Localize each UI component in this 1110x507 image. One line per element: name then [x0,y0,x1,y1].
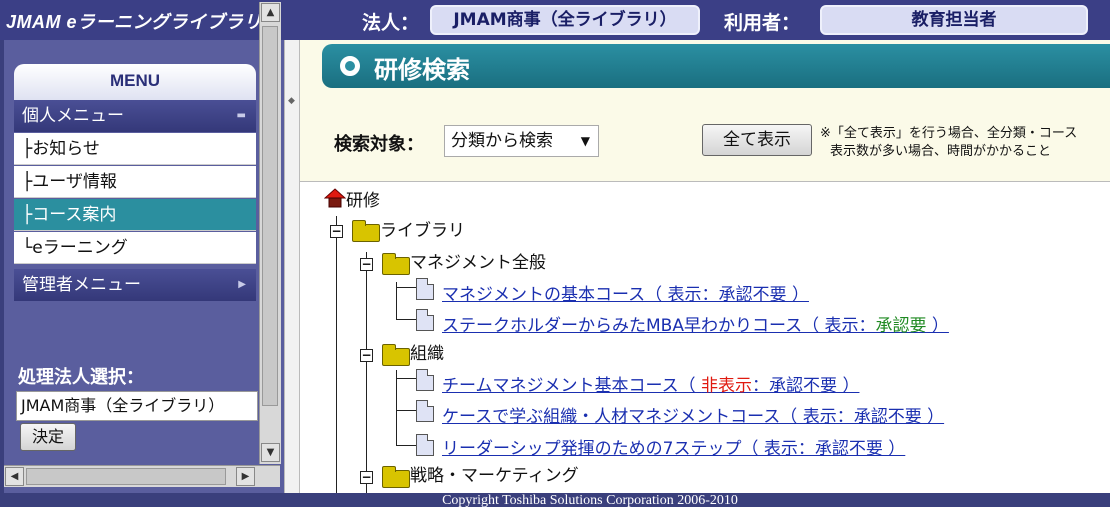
tree-node-organization[interactable]: 組織 [410,344,444,364]
document-icon [416,434,434,456]
tree-line [366,252,367,493]
scroll-left-icon[interactable]: ◀ [5,467,24,486]
tree-line [336,216,337,493]
frame-splitter[interactable]: ◆ [284,40,300,493]
course-link[interactable]: ステークホルダーからみたMBA早わかりコース（ 表示：承認要 ） [442,311,949,336]
page-title-bar: 研修検索 [322,44,1110,88]
tree-line [396,410,416,411]
logo-text: JMAM eラーニングライブラリ [6,12,263,32]
splitter-grip-icon: ◆ [288,96,295,106]
collapse-minus-icon[interactable]: − [330,224,343,238]
admin-menu-label: 管理者メニュー [22,275,141,295]
menu-item-label: お知らせ [32,139,100,159]
user-name-field: 教育担当者 [820,5,1088,35]
tree-branch-icon: └ [22,238,33,258]
top-bar: JMAM eラーニングライブラリ® 法人： JMAM商事（全ライブラリ） 利用者… [0,0,1110,40]
search-target-label: 検索対象： [334,134,424,155]
folder-icon [382,344,410,366]
course-tree: 研修 − ライブラリ − マネジメント全般 マネジメントの基本コース（ 表示：承… [300,181,1110,493]
dropdown-arrow-icon: ▼ [580,134,590,148]
course-link-text: チームマネジメント基本コース（ [442,376,702,396]
personal-menu-section[interactable]: 個人メニュー ▬ [14,100,256,132]
left-horizontal-scrollbar[interactable]: ◀ ▶ [4,465,280,487]
tree-branch-icon: ├ [22,172,33,192]
menu-item-label: ユーザ情報 [32,172,117,192]
document-icon [416,309,434,331]
course-link-text: ステークホルダーからみたMBA早わかりコース（ 表示： [442,316,876,336]
app-logo: JMAM eラーニングライブラリ® [6,8,271,34]
scroll-down-icon[interactable]: ▼ [261,443,280,462]
tree-line [396,319,416,320]
corp-name-field: JMAM商事（全ライブラリ） [430,5,700,35]
search-target-value: 分類から検索 [451,131,553,151]
menu-item-user-info[interactable]: ├ユーザ情報 [14,166,256,198]
hidden-status: 非表示 [701,376,753,396]
course-link[interactable]: チームマネジメント基本コース（ 非表示：承認不要 ） [442,371,859,396]
tree-line [396,378,416,379]
corp-label: 法人： [362,12,420,34]
footer-copyright: Copyright Toshiba Solutions Corporation … [0,493,1110,507]
tree-line [396,282,397,320]
expand-arrow-icon: ▶ [238,279,246,290]
menu-item-notice[interactable]: ├お知らせ [14,133,256,165]
menu-item-label: eラーニング [32,238,128,258]
collapse-minus-icon[interactable]: − [360,257,373,271]
personal-menu-label: 個人メニュー [22,106,124,126]
corp-select-label: 処理法人選択： [18,367,144,388]
main-content: 研修検索 検索対象： 分類から検索 ▼ 全て表示 ※「全て表示」を行う場合、全分… [300,40,1110,493]
tree-node-library[interactable]: ライブラリ [380,221,465,241]
document-icon [416,400,434,422]
collapse-minus-icon[interactable]: − [360,470,373,484]
folder-icon [382,466,410,488]
document-icon [416,278,434,300]
home-icon [324,188,346,208]
circle-bullet-icon [340,56,360,76]
tree-root-label[interactable]: 研修 [346,191,380,211]
menu-item-elearning[interactable]: └eラーニング [14,232,256,264]
course-link[interactable]: マネジメントの基本コース（ 表示：承認不要 ） [442,285,809,305]
show-all-note-line2: 表示数が多い場合、時間がかかること [830,144,1052,159]
scroll-thumb[interactable] [262,26,278,406]
user-label: 利用者： [724,12,801,34]
admin-menu-section[interactable]: 管理者メニュー ▶ [14,269,256,301]
course-link[interactable]: リーダーシップ発揮のための7ステップ（ 表示：承認不要 ） [442,439,906,459]
left-vertical-scrollbar[interactable]: ▲ ▼ [259,2,281,464]
course-link[interactable]: ケースで学ぶ組織・人材マネジメントコース（ 表示：承認不要 ） [442,407,945,427]
tree-branch-icon: ├ [22,139,33,159]
tree-node-marketing[interactable]: 戦略・マーケティング [410,466,579,486]
scroll-up-icon[interactable]: ▲ [261,3,280,22]
course-link-suffix: ：承認不要 ） [752,376,860,396]
menu-item-course-guide[interactable]: ├コース案内 [14,199,256,231]
menu-header: MENU [14,64,256,100]
decide-button[interactable]: 決定 [20,423,76,451]
folder-icon [352,220,380,242]
collapse-arrow-icon: ▬ [236,110,246,121]
scroll-right-icon[interactable]: ▶ [236,467,255,486]
search-target-select[interactable]: 分類から検索 ▼ [444,125,599,157]
scroll-thumb-horizontal[interactable] [26,468,226,485]
menu-item-label: コース案内 [32,205,117,225]
course-link-suffix: ） [926,316,949,336]
tree-line [396,287,416,288]
document-icon [416,369,434,391]
approval-required-status: 承認要 [875,316,927,336]
corp-select-input[interactable]: JMAM商事（全ライブラリ） [16,391,258,421]
show-all-note-line1: ※「全て表示」を行う場合、全分類・コース [820,126,1078,141]
tree-line [396,445,416,446]
tree-line [396,370,397,446]
page-title: 研修検索 [374,56,470,84]
tree-branch-icon: ├ [22,205,33,225]
show-all-button[interactable]: 全て表示 [702,124,812,156]
folder-icon [382,253,410,275]
collapse-minus-icon[interactable]: − [360,348,373,362]
tree-node-management[interactable]: マネジメント全般 [410,253,546,273]
